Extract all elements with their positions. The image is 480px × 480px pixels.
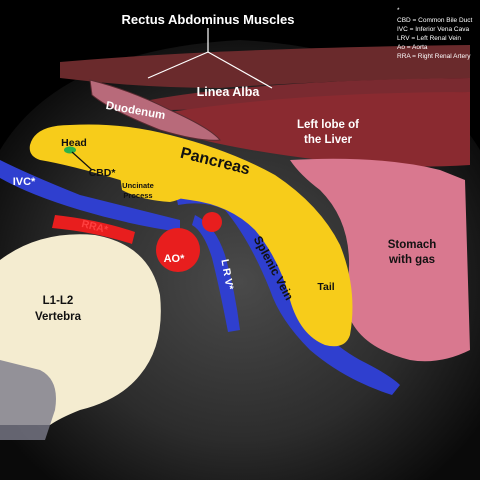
- rra-shape: [52, 215, 135, 244]
- label-uncinate-2: Process: [123, 191, 152, 200]
- label-tail: Tail: [317, 281, 334, 293]
- cbd-pointer: [71, 151, 93, 171]
- rectus-muscle-shape: [60, 45, 470, 88]
- vertebra-process-shape: [0, 360, 56, 440]
- label-ao: AO*: [164, 253, 186, 265]
- lrv-shape: [192, 215, 240, 332]
- label-liver-1: Left lobe of: [297, 119, 359, 131]
- ivc-shape: [0, 160, 180, 232]
- pancreas-shape: [29, 124, 353, 347]
- label-head: Head: [61, 137, 87, 149]
- aorta-shape: [156, 228, 200, 272]
- label-rectus: Rectus Abdominus Muscles: [122, 12, 295, 27]
- label-linea-alba: Linea Alba: [197, 85, 261, 99]
- liver-shape: [170, 92, 470, 167]
- legend-entry: RRA = Right Renal Artery: [397, 53, 471, 60]
- legend-entry: CBD = Common Bile Duct: [397, 17, 473, 24]
- label-liver-2: the Liver: [304, 134, 352, 146]
- legend-entry: Ao = Aorta: [397, 44, 428, 51]
- linea-alba-shape: [150, 78, 470, 110]
- rectus-pointer-left: [147, 51, 209, 79]
- cbd-shape: [64, 146, 76, 154]
- legend-marker: *: [397, 7, 400, 14]
- label-cbd: CBD*: [89, 167, 117, 179]
- uncinate-shape: [120, 175, 186, 202]
- duodenum-shape: [89, 79, 221, 141]
- label-lrv: L R V*: [218, 258, 235, 291]
- label-stomach-1: Stomach: [388, 239, 437, 251]
- legend-entry: IVC = Inferior Vena Cava: [397, 26, 469, 33]
- stomach-shape: [290, 158, 470, 362]
- rectus-pointer-right: [207, 51, 273, 89]
- legend-entry: LRV = Left Renal Vein: [397, 35, 461, 42]
- label-vertebra-1: L1-L2: [43, 295, 74, 307]
- label-ivc: IVC*: [13, 176, 36, 188]
- splenic-vein-shape: [175, 188, 400, 395]
- label-uncinate-1: Uncinate: [122, 181, 154, 190]
- sma-shape: [202, 212, 222, 232]
- label-stomach-2: with gas: [388, 254, 435, 266]
- label-vertebra-2: Vertebra: [35, 311, 82, 323]
